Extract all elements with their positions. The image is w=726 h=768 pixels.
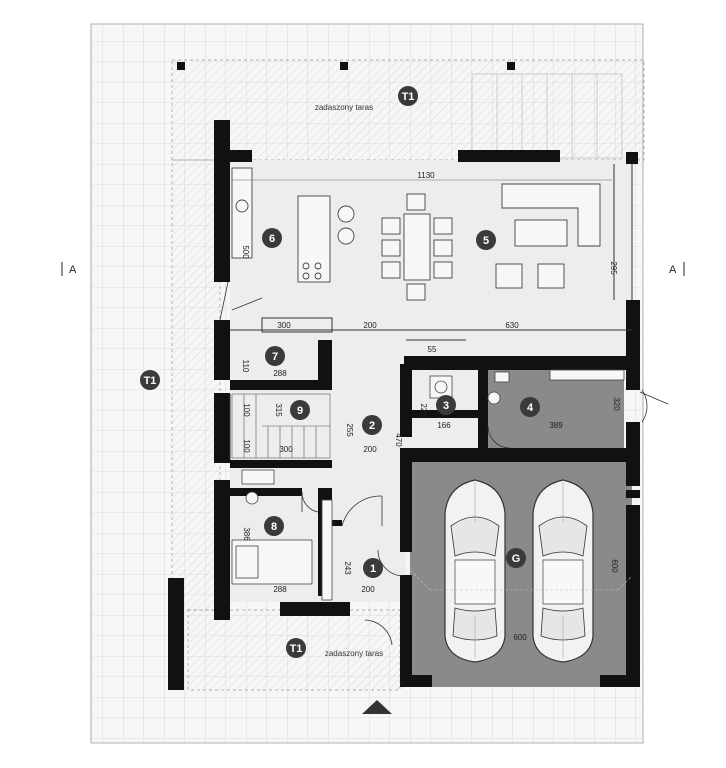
entrance-arrow bbox=[362, 700, 392, 714]
room-3-number: 3 bbox=[443, 400, 449, 412]
dim-288-b: 288 bbox=[273, 585, 287, 594]
dim-100-a: 100 bbox=[242, 403, 251, 417]
garage-slope-lines bbox=[409, 569, 633, 591]
section-marker-left: A bbox=[61, 262, 77, 276]
dim-225: 225 bbox=[419, 403, 428, 417]
terrace-columns bbox=[177, 62, 515, 70]
terrace-code-top: T1 bbox=[402, 91, 415, 103]
covered-terrace-top bbox=[171, 59, 645, 161]
terrace-code-west: T1 bbox=[144, 375, 157, 387]
dim-300-stair: 300 bbox=[279, 445, 293, 454]
dim-320: 320 bbox=[612, 397, 621, 411]
partitions bbox=[229, 164, 633, 460]
section-label-left: A bbox=[69, 264, 77, 276]
dim-600-vertical: 600 bbox=[610, 559, 619, 573]
pergola bbox=[471, 73, 623, 159]
dim-1130: 1130 bbox=[417, 171, 435, 180]
dim-389: 389 bbox=[549, 421, 563, 430]
room-4-number: 4 bbox=[527, 402, 534, 414]
dim-200-entry: 200 bbox=[361, 585, 375, 594]
covered-terrace-west bbox=[171, 159, 221, 611]
room-1-number: 1 bbox=[370, 563, 376, 575]
dim-300-kitchen: 300 bbox=[277, 321, 291, 330]
dim-386: 386 bbox=[242, 527, 251, 541]
terrace-label-top: zadaszony taras bbox=[315, 103, 373, 112]
room-2-number: 2 bbox=[369, 420, 375, 432]
dim-315: 315 bbox=[274, 403, 283, 417]
dim-110: 110 bbox=[241, 360, 250, 373]
dim-200-top: 200 bbox=[363, 321, 377, 330]
dim-630: 630 bbox=[505, 321, 519, 330]
dim-600-horizontal: 600 bbox=[513, 633, 527, 642]
dim-200-hall: 200 bbox=[363, 445, 377, 454]
room-9-number: 9 bbox=[297, 405, 303, 417]
dim-55: 55 bbox=[428, 345, 437, 354]
dimension-labels: 1130 300 200 630 295 500 110 288 55 225 … bbox=[232, 171, 621, 642]
terrace-code-bottom: T1 bbox=[290, 643, 303, 655]
garage-number: G bbox=[512, 553, 521, 565]
dim-100-b: 100 bbox=[242, 439, 251, 453]
dim-243: 243 bbox=[343, 561, 352, 575]
room-7-number: 7 bbox=[272, 351, 278, 363]
walls bbox=[168, 120, 640, 690]
room-badges: 1 2 3 4 5 6 7 8 9 G bbox=[262, 228, 540, 578]
room-6-number: 6 bbox=[269, 233, 275, 245]
section-marker-right: A bbox=[669, 262, 685, 276]
dim-255: 255 bbox=[345, 423, 354, 437]
doors bbox=[219, 281, 669, 646]
dim-500: 500 bbox=[241, 245, 250, 259]
stairs bbox=[231, 393, 331, 459]
dim-166: 166 bbox=[437, 421, 451, 430]
dim-470: 470 bbox=[394, 433, 403, 447]
living-furniture bbox=[231, 167, 601, 301]
terrace-code-badges: T1 T1 T1 bbox=[140, 86, 418, 658]
dim-295: 295 bbox=[609, 261, 618, 275]
room-5-number: 5 bbox=[483, 235, 489, 247]
section-label-right: A bbox=[669, 264, 677, 276]
dim-288-a: 288 bbox=[273, 369, 287, 378]
bathroom-fixtures bbox=[231, 369, 625, 601]
terrace-label-bottom: zadaszony taras bbox=[325, 649, 383, 658]
room-8-number: 8 bbox=[271, 521, 277, 533]
